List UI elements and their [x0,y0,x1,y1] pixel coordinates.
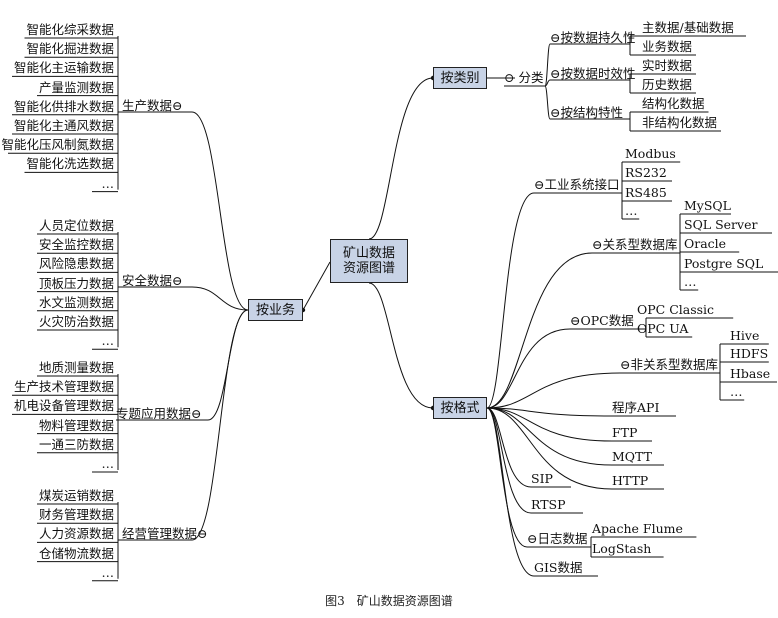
business-item-label[interactable]: 人力资源数据 [38,526,114,542]
format-item-label[interactable]: OPC Classic [637,302,715,317]
business-to-group-curve [191,286,249,311]
business-item-label[interactable]: 智能化掘进数据 [26,41,114,57]
format-group-curve [486,407,535,577]
business-item-label[interactable]: … [101,333,115,349]
category-item-label[interactable]: 业务数据 [642,39,693,54]
business-to-group-curve [191,309,249,541]
format-group-curve [486,192,535,409]
business-group-label[interactable]: 安全数据⊖ [122,273,183,288]
format-group-curve [486,407,613,490]
format-group-label[interactable]: ⊖非关系型数据库 [620,357,718,372]
category-group-curve [544,85,551,120]
format-group-label[interactable]: RTSP [531,497,566,512]
business-item-label[interactable]: 人员定位数据 [38,218,114,233]
business-item-label[interactable]: 生产技术管理数据 [13,379,114,395]
category-item-label[interactable]: 历史数据 [642,77,693,92]
format-group-curve [486,252,593,409]
format-item-label[interactable]: Modbus [625,146,676,161]
root-to-format-curve [368,282,434,409]
format-item-label[interactable]: MySQL [684,198,731,213]
format-group-label[interactable]: HTTP [612,473,649,488]
format-group-curve [486,372,621,409]
business-group-label[interactable]: 经营管理数据⊖ [122,526,208,541]
business-item-label[interactable]: 智能化主运输数据 [13,60,114,76]
format-group-curve [486,407,613,442]
format-item-label[interactable]: … [684,274,697,289]
root-node[interactable]: 矿山数据 资源图谱 [330,239,408,283]
format-item-label[interactable]: RS485 [625,185,667,200]
format-item-label[interactable]: Hbase [730,366,771,381]
format-item-label[interactable]: Oracle [684,236,727,251]
business-item-label[interactable]: 顶板压力数据 [38,275,114,291]
format-group-label[interactable]: FTP [612,425,638,440]
category-group-label[interactable]: ⊖按数据时效性 [550,66,636,81]
business-item-label[interactable]: 智能化主通风数据 [13,118,114,133]
business-group-label[interactable]: 生产数据⊖ [122,98,183,113]
business-item-label[interactable]: 风险隐患数据 [38,256,114,272]
business-item-label[interactable]: 智能化压风制氮数据 [1,137,114,153]
category-item-label[interactable]: 主数据/基础数据 [642,20,734,35]
format-item-label[interactable]: OPC UA [637,321,689,336]
format-item-label[interactable]: … [730,384,743,399]
category-mid-label[interactable]: ⊖ 分类 [504,70,544,85]
format-item-label[interactable]: Apache Flume [592,521,683,536]
figure-caption: 图3 矿山数据资源图谱 [325,594,453,608]
category-item-label[interactable]: 实时数据 [642,58,693,73]
category-group-label[interactable]: ⊖按数据持久性 [550,30,636,45]
format-group-label[interactable]: ⊖关系型数据库 [592,237,678,252]
business-item-label[interactable]: 水文监测数据 [38,294,114,310]
business-item-label[interactable]: 仓储物流数据 [38,545,114,561]
business-item-label[interactable]: 物料管理数据 [38,417,114,433]
business-item-label[interactable]: 智能化综采数据 [26,22,114,37]
by-format-node[interactable]: 按格式 [433,397,487,419]
format-item-label[interactable]: HDFS [730,346,769,361]
format-item-label[interactable]: SQL Server [684,217,758,232]
format-item-label[interactable]: LogStash [592,541,652,556]
root-to-business-line [302,261,331,311]
business-item-label[interactable]: … [101,175,115,191]
category-group-label[interactable]: ⊖按结构特性 [550,105,623,120]
business-item-label[interactable]: 产量监测数据 [38,79,114,95]
format-group-curve [486,328,571,409]
category-group-curve [544,79,551,87]
format-group-curve [486,407,613,417]
category-item-label[interactable]: 非结构化数据 [642,115,718,130]
format-group-label[interactable]: ⊖工业系统接口 [534,177,620,192]
business-item-label[interactable]: … [101,456,115,471]
business-item-label[interactable]: 火灾防治数据 [38,314,114,329]
format-item-label[interactable]: … [625,203,638,218]
format-item-label[interactable]: RS232 [625,165,667,180]
category-item-label[interactable]: 结构化数据 [642,96,705,111]
format-group-label[interactable]: ⊖OPC数据 [570,313,634,328]
format-group-curve [486,407,613,466]
format-group-curve [486,407,532,514]
business-item-label[interactable]: 智能化供排水数据 [13,98,114,114]
business-to-group-curve [191,111,249,311]
category-group-curve [544,43,551,87]
format-group-label[interactable]: 程序API [612,400,660,415]
business-group-label[interactable]: 专题应用数据⊖ [116,406,202,421]
by-business-node[interactable]: 按业务 [248,299,303,321]
business-item-label[interactable]: 煤炭运销数据 [38,488,114,503]
format-item-label[interactable]: Postgre SQL [684,256,764,271]
by-category-node[interactable]: 按类别 [433,67,487,89]
business-item-label[interactable]: 机电设备管理数据 [13,398,114,414]
format-group-label[interactable]: MQTT [612,449,652,464]
format-group-label[interactable]: GIS数据 [534,560,583,575]
business-item-label[interactable]: 地质测量数据 [38,360,114,375]
business-item-label[interactable]: 财务管理数据 [38,507,114,523]
business-item-label[interactable]: 安全监控数据 [38,237,114,253]
format-group-label[interactable]: ⊖日志数据 [527,531,588,546]
business-item-label[interactable]: 智能化洗选数据 [26,156,114,172]
format-group-label[interactable]: SIP [531,471,553,486]
business-item-label[interactable]: … [101,564,115,580]
business-item-label[interactable]: 一通三防数据 [38,436,114,452]
format-item-label[interactable]: Hive [730,328,760,343]
root-to-category-curve [368,77,434,240]
